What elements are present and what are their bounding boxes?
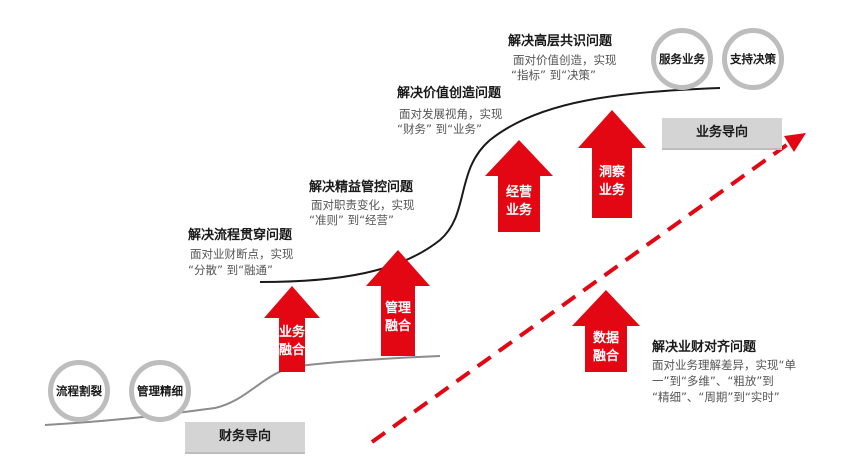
- up-arrow-business-fusion: [264, 286, 320, 372]
- arrow-text-line: 业务: [598, 183, 625, 198]
- dashed-trend-arrowhead: [784, 133, 806, 152]
- circle-management-fine: 管理精细: [129, 360, 191, 422]
- up-arrow-insight-business: [578, 110, 646, 218]
- up-arrow-data-fusion: [572, 290, 640, 372]
- alignment-desc-line3: “精细”、“周期”到“实时”: [652, 390, 780, 404]
- stage-3-title: 解决价值创造问题: [397, 86, 502, 101]
- business-orientation-box: 业务导向: [662, 118, 782, 150]
- dashed-trend-line: [370, 142, 790, 444]
- stage-2-desc-line2: “准则” 到“经营”: [309, 213, 394, 227]
- circle-label: 管理精细: [137, 384, 183, 398]
- arrow-text-line: 融合: [278, 343, 305, 358]
- arrow-text-line: 数据: [592, 331, 619, 346]
- arrow-text-line: 经营: [505, 185, 532, 200]
- business-orientation-label: 业务导向: [695, 125, 748, 140]
- up-arrow-operation-business: [485, 140, 553, 232]
- stage-4-desc-line2: “指标” 到“决策”: [511, 68, 596, 82]
- arrow-text-line: 融合: [384, 319, 411, 334]
- stage-1-title: 解决流程贯穿问题: [188, 228, 293, 243]
- circle-process-split: 流程割裂: [48, 360, 110, 422]
- alignment-title: 解决业财对齐问题: [652, 340, 757, 355]
- stage-1-desc-line1: 面对业财断点，实现: [190, 247, 294, 261]
- stage-1-desc-line2: “分散” 到“融通”: [188, 263, 273, 277]
- arrow-text-insight-business: 洞察 业务: [590, 164, 634, 200]
- stage-4-title: 解决高层共识问题: [508, 34, 613, 49]
- arrow-text-data-fusion: 数据 融合: [584, 330, 628, 366]
- circle-label: 支持决策: [730, 52, 776, 66]
- alignment-desc-line1: 面对业务理解差异，实现“单: [652, 358, 796, 372]
- arrow-text-business-fusion: 业务 融合: [270, 324, 314, 360]
- alignment-desc-line2: 一”到“多维”、“粗放”到: [652, 374, 774, 388]
- arrow-text-line: 洞察: [598, 165, 625, 180]
- circle-service-business: 服务业务: [651, 28, 713, 90]
- up-arrow-management-fusion: [366, 250, 430, 356]
- stage-2-title: 解决精益管控问题: [309, 180, 414, 195]
- circle-label: 服务业务: [659, 52, 705, 66]
- arrow-text-line: 管理: [384, 301, 411, 316]
- stage-4-desc-line1: 面对价值创造，实现: [513, 53, 617, 67]
- stage-3-desc-line2: “财务” 到“业务”: [397, 122, 482, 136]
- lower-gray-curve: [44, 355, 441, 426]
- stage-3-desc-line1: 面对发展视角，实现: [399, 107, 503, 121]
- upper-s-curve: [259, 87, 721, 283]
- circle-label: 流程割裂: [56, 384, 102, 398]
- arrow-text-operation-business: 经营 业务: [497, 184, 541, 220]
- arrow-text-line: 融合: [592, 349, 619, 364]
- arrow-text-line: 业务: [278, 325, 305, 340]
- finance-orientation-label: 财务导向: [218, 429, 271, 444]
- arrow-text-line: 业务: [505, 203, 532, 218]
- circle-support-decision: 支持决策: [722, 28, 784, 90]
- stage-2-desc-line1: 面对职责变化，实现: [311, 198, 415, 212]
- arrow-text-management-fusion: 管理 融合: [376, 300, 420, 336]
- finance-orientation-box: 财务导向: [185, 422, 305, 454]
